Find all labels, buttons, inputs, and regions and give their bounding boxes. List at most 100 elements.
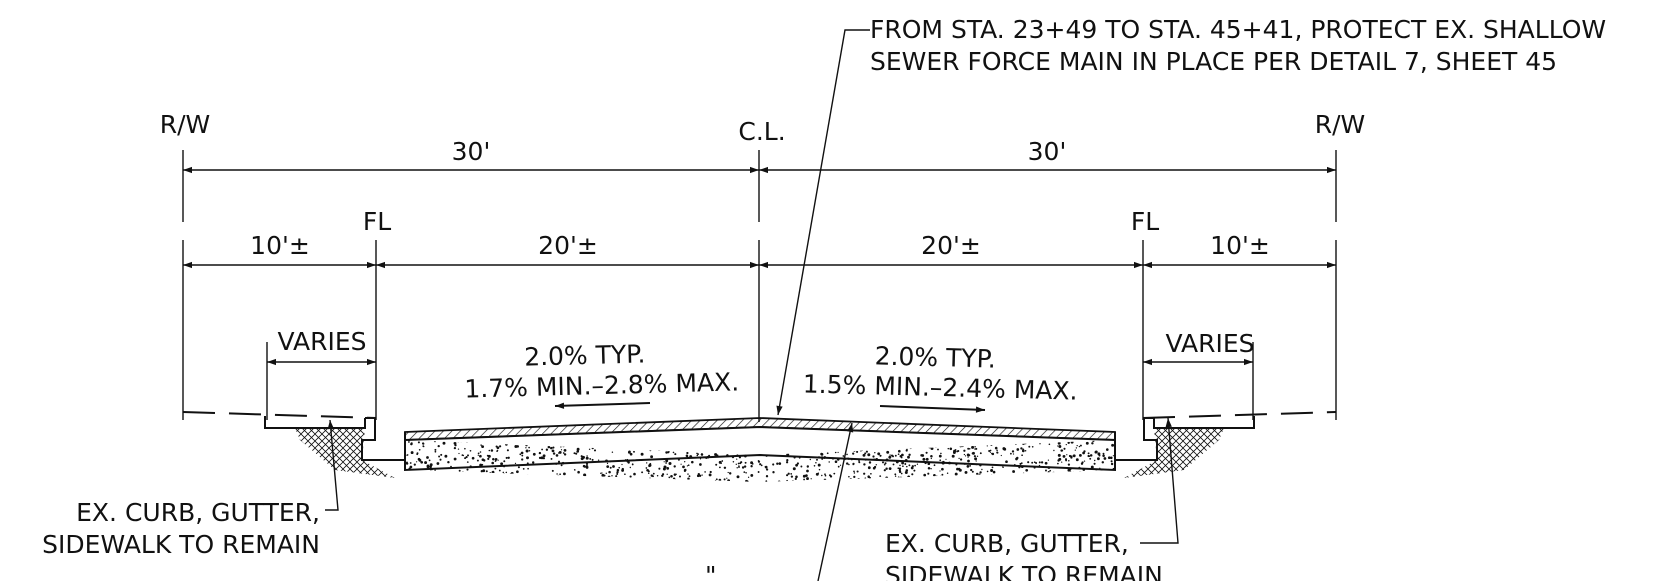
aggregate-dot xyxy=(810,478,812,480)
aggregate-dot xyxy=(947,447,950,450)
aggregate-dot xyxy=(900,472,903,475)
aggregate-dot xyxy=(645,467,648,469)
aggregate-dot xyxy=(447,460,450,464)
aggregate-dot xyxy=(1089,454,1093,457)
aggregate-dot xyxy=(489,472,491,474)
aggregate-dot xyxy=(479,451,482,453)
aggregate-dot xyxy=(633,472,636,476)
aggregate-dot xyxy=(1094,470,1098,474)
aggregate-dot xyxy=(453,446,457,450)
aggregate-dot xyxy=(974,480,977,482)
aggregate-dot xyxy=(1069,427,1071,429)
aggregate-dot xyxy=(744,454,747,458)
aggregate-dot xyxy=(974,457,978,461)
aggregate-dot xyxy=(585,462,589,465)
aggregate-dot xyxy=(1019,479,1022,482)
aggregate-dot xyxy=(959,458,963,461)
aggregate-dot xyxy=(560,475,562,478)
aggregate-dot xyxy=(708,473,712,477)
aggregate-dot xyxy=(517,466,520,469)
aggregate-dot xyxy=(989,451,992,453)
aggregate-dot xyxy=(1078,475,1081,479)
aggregate-dot xyxy=(1057,453,1061,457)
aggregate-dot xyxy=(1057,441,1061,445)
aggregate-dot xyxy=(408,441,410,443)
aggregate-dot xyxy=(948,461,951,465)
aggregate-dot xyxy=(1078,466,1081,469)
aggregate-dot xyxy=(939,475,942,479)
aggregate-dot xyxy=(904,471,908,474)
aggregate-dot xyxy=(1027,476,1031,480)
aggregate-dot xyxy=(1076,444,1078,447)
aggregate-dot xyxy=(1067,441,1070,445)
aggregate-dot xyxy=(408,467,411,470)
aggregate-dot xyxy=(960,480,962,482)
aggregate-dot xyxy=(575,452,578,455)
aggregate-dot xyxy=(831,457,835,460)
aggregate-dot xyxy=(800,465,803,468)
aggregate-dot xyxy=(1038,475,1041,478)
aggregate-dot xyxy=(817,463,821,467)
aggregate-dot xyxy=(875,457,879,461)
aggregate-dot xyxy=(627,461,630,464)
aggregate-dot xyxy=(519,453,522,456)
aggregate-dot xyxy=(458,469,461,472)
aggregate-dot xyxy=(858,460,860,462)
aggregate-dot xyxy=(884,462,887,465)
aggregate-dot xyxy=(683,469,687,473)
aggregate-dot xyxy=(790,475,794,478)
aggregate-dot xyxy=(1089,476,1092,479)
aggregate-dot xyxy=(464,457,467,460)
aggregate-dot xyxy=(498,475,501,478)
aggregate-dot xyxy=(1070,456,1073,459)
aggregate-dot xyxy=(966,479,968,482)
aggregate-dot xyxy=(479,454,482,458)
aggregate-dot xyxy=(423,427,425,429)
aggregate-dot xyxy=(469,449,472,452)
aggregate-dot xyxy=(966,480,969,482)
aggregate-dot xyxy=(458,476,461,479)
aggregate-dot xyxy=(550,457,553,460)
aggregate-dot xyxy=(471,456,475,460)
aggregate-dot xyxy=(562,452,565,454)
aggregate-dot xyxy=(795,463,798,467)
aggregate-dot xyxy=(1110,460,1113,463)
aggregate-dot xyxy=(445,474,448,476)
aggregate-dot xyxy=(526,462,529,465)
aggregate-dot xyxy=(885,467,888,470)
aggregate-dot xyxy=(603,474,606,477)
aggregate-dot xyxy=(550,446,553,450)
aggregate-dot xyxy=(982,481,984,482)
aggregate-dot xyxy=(963,453,966,456)
aggregate-dot xyxy=(834,460,838,463)
aggregate-dot xyxy=(723,478,726,481)
aggregate-dot xyxy=(502,471,505,474)
aggregate-dot xyxy=(949,447,953,451)
aggregate-dot xyxy=(853,470,855,473)
aggregate-dot xyxy=(760,464,763,467)
aggregate-dot xyxy=(1048,443,1051,446)
aggregate-dot xyxy=(613,477,617,481)
aggregate-dot xyxy=(1031,461,1034,464)
aggregate-dot xyxy=(996,451,999,454)
aggregate-dot xyxy=(907,455,910,459)
aggregate-dot xyxy=(576,450,580,453)
aggregate-dot xyxy=(610,478,613,482)
aggregate-dot xyxy=(991,452,993,455)
aggregate-dot xyxy=(628,450,631,454)
aggregate-dot xyxy=(912,478,915,481)
aggregate-dot xyxy=(612,479,616,482)
aggregate-dot xyxy=(680,463,682,465)
aggregate-dot xyxy=(1065,425,1068,428)
aggregate-dot xyxy=(1093,471,1097,475)
aggregate-dot xyxy=(952,478,956,481)
aggregate-dot xyxy=(1097,427,1099,429)
aggregate-dot xyxy=(971,445,975,449)
aggregate-dot xyxy=(1103,457,1107,460)
right-curb-note-line1: EX. CURB, GUTTER, xyxy=(885,529,1129,558)
aggregate-dot xyxy=(1102,452,1105,455)
aggregate-dot xyxy=(1012,453,1015,455)
aggregate-dot xyxy=(412,425,414,427)
aggregate-dot xyxy=(805,474,808,477)
aggregate-dot xyxy=(439,458,442,461)
